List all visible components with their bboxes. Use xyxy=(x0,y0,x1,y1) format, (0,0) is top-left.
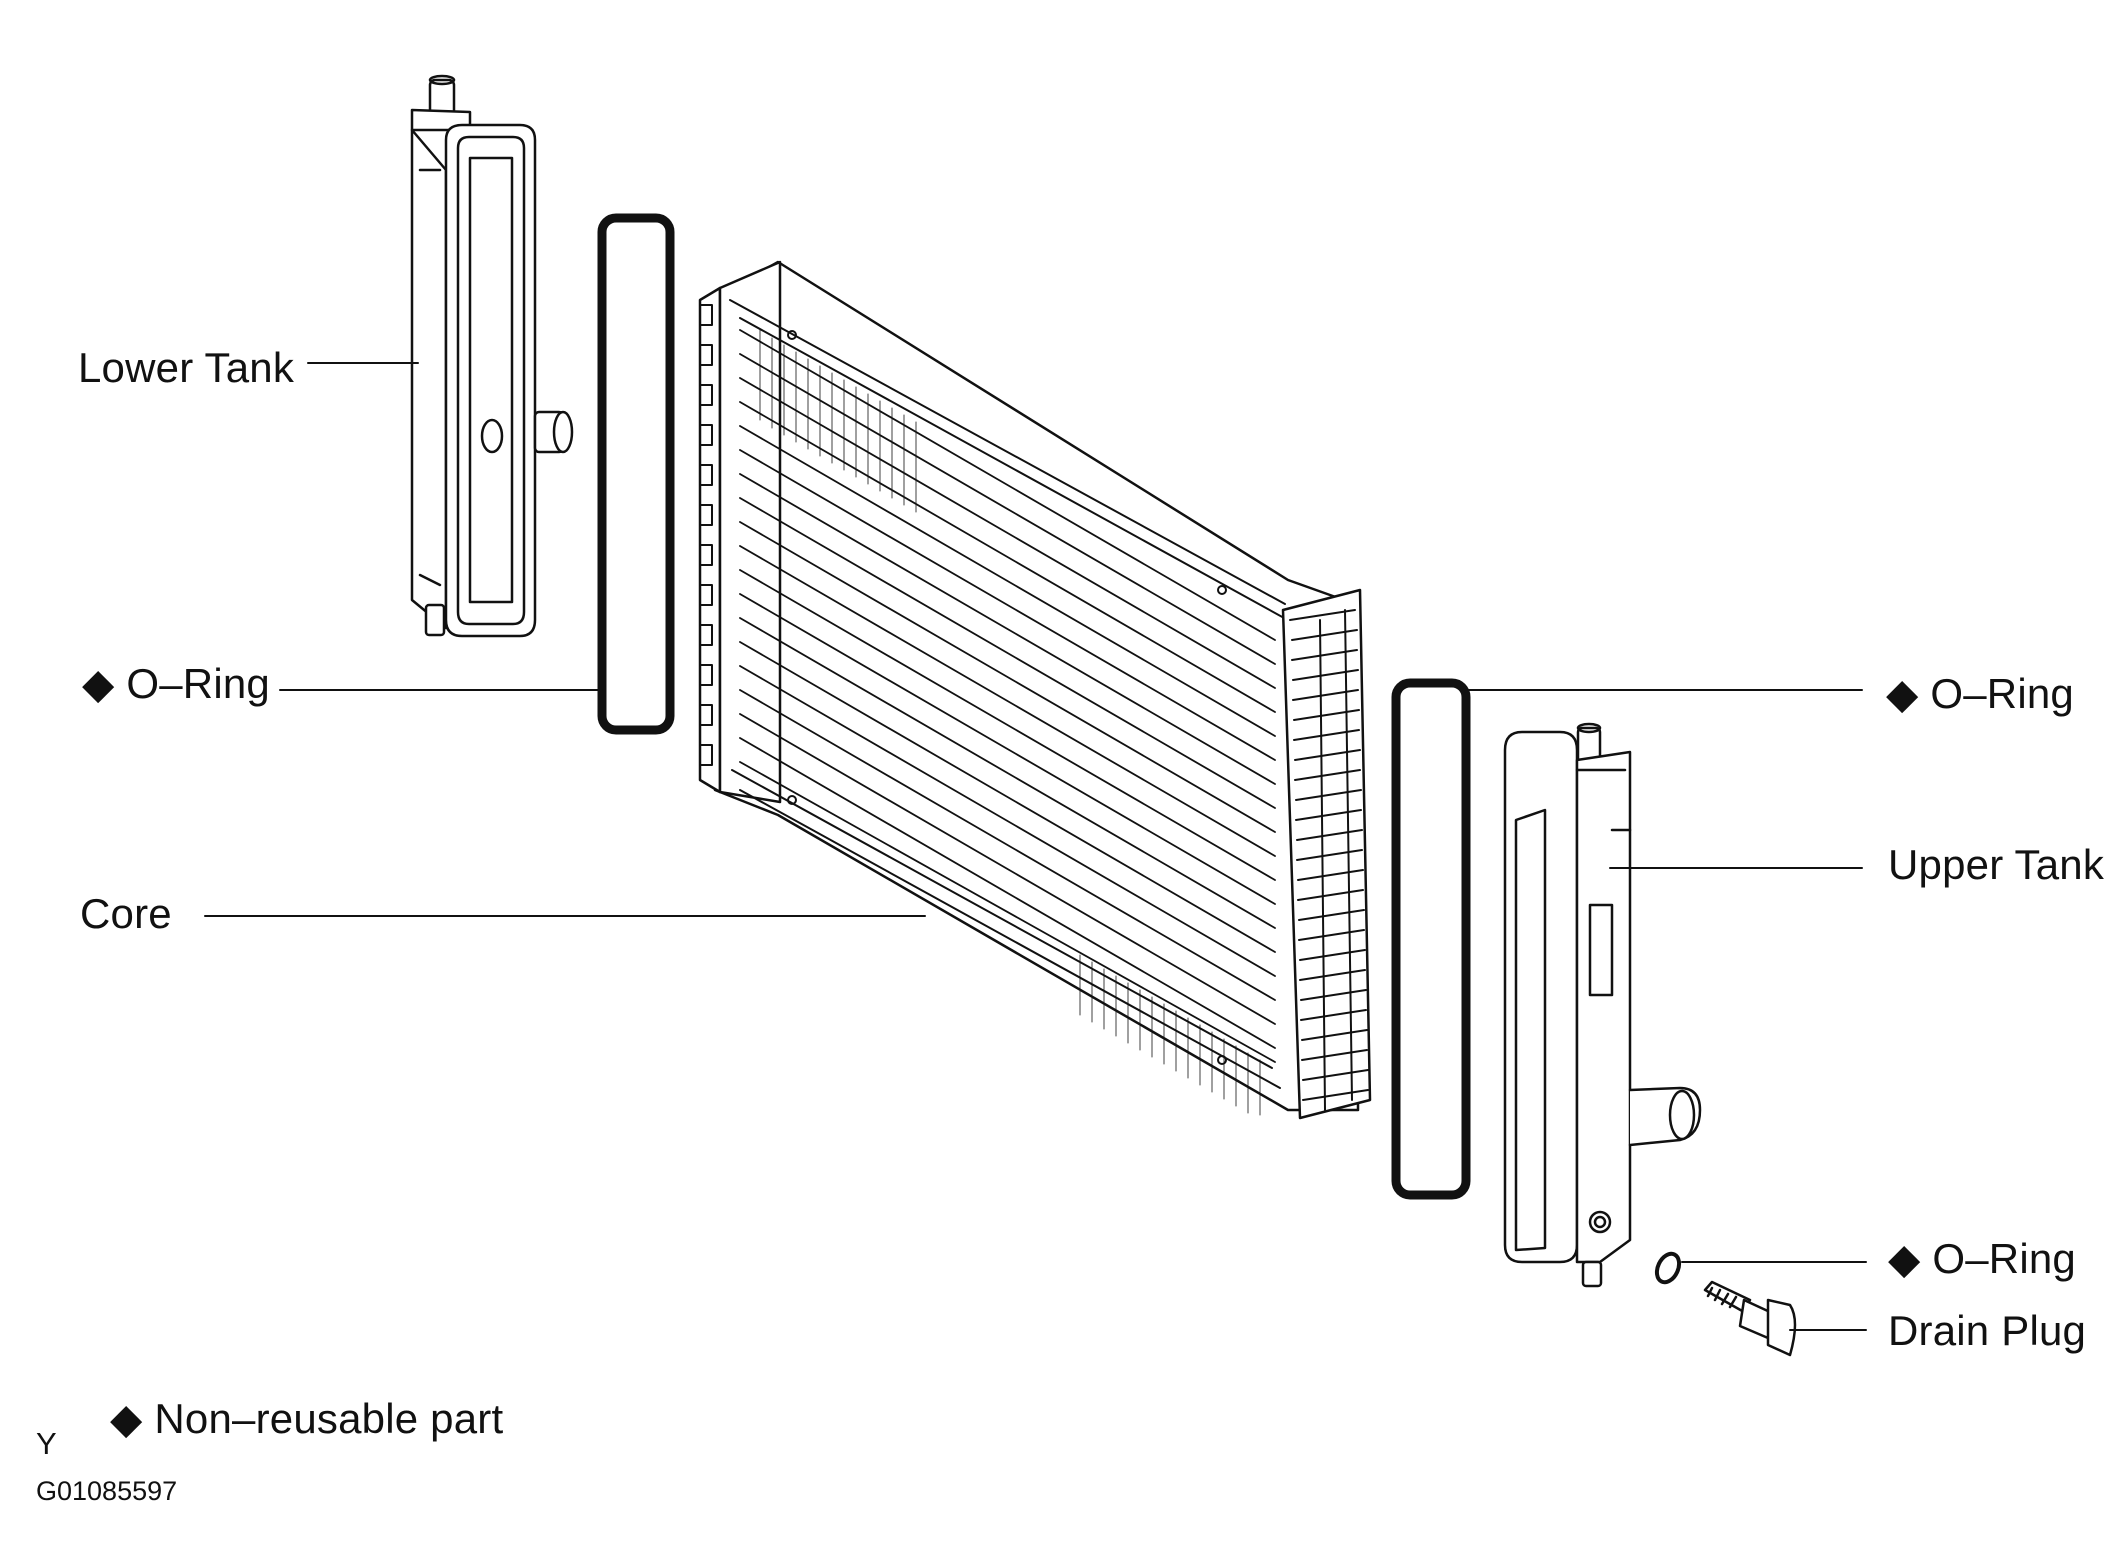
label-upper-tank: Upper Tank xyxy=(1888,841,2105,888)
drain-plug-part xyxy=(1703,1280,1797,1357)
lower-tank-part xyxy=(410,74,574,638)
o-ring-gasket-right xyxy=(1391,678,1471,1200)
radiator-core-part xyxy=(698,260,1372,1120)
label-drain-plug: Drain Plug xyxy=(1888,1307,2087,1354)
figure-code: G01085597 xyxy=(36,1476,178,1506)
label-o-ring-left: ◆ O–Ring xyxy=(82,660,270,707)
drain-o-ring xyxy=(1654,1251,1682,1285)
leader-lines xyxy=(204,362,1867,1331)
label-core: Core xyxy=(80,890,172,937)
o-ring-gasket-left xyxy=(597,213,675,735)
label-o-ring-right: ◆ O–Ring xyxy=(1886,670,2074,717)
upper-tank-part xyxy=(1503,722,1702,1288)
label-o-ring-drain: ◆ O–Ring xyxy=(1888,1235,2076,1282)
corner-mark: Y xyxy=(36,1426,57,1461)
label-lower-tank: Lower Tank xyxy=(78,344,295,391)
legend-non-reusable-part: ◆ Non–reusable part xyxy=(110,1395,504,1442)
